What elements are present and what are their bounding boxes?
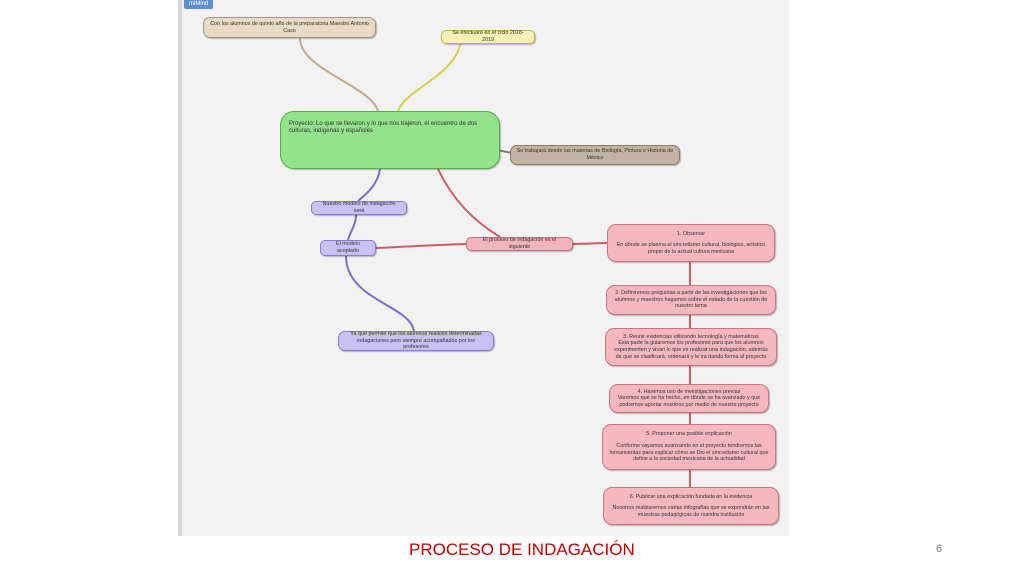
- step-1-body: En dónde se plasma el sincretismo cultur…: [616, 242, 766, 255]
- step-2[interactable]: 2. Definiremos preguntas a partir de las…: [606, 285, 776, 315]
- step-2-body: 2. Definiremos preguntas a partir de las…: [614, 290, 768, 310]
- edge-central-process: [437, 168, 501, 238]
- node-subjects[interactable]: Se trabajará desde las materias de Biolo…: [510, 145, 680, 165]
- node-process[interactable]: El proceso de indagación es el siguiente: [466, 237, 573, 251]
- step-5-body: Conforme vayamos avanzando en el proyect…: [609, 442, 769, 463]
- step-5-title: 5. Proponer una posible explicación: [646, 431, 732, 438]
- edge-central-model: [357, 168, 381, 202]
- edge-process-step1: [572, 242, 608, 245]
- node-root[interactable]: Con los alumnos de quinto año de la prep…: [203, 17, 376, 38]
- node-purpose[interactable]: Ya que permite que los alumnos realicen …: [338, 331, 494, 351]
- slide-title: PROCESO DE INDAGACIÓN: [409, 540, 635, 559]
- edge-process-adopted: [375, 243, 468, 249]
- edge-model-adopted: [347, 214, 357, 241]
- node-adopted[interactable]: El modelo acoplado: [320, 240, 376, 256]
- step-1-title: 1. Observar: [676, 230, 706, 237]
- step-1[interactable]: 1. Observar En dónde se plasma el sincre…: [607, 224, 775, 262]
- step-6-body: Nosotros realizaremos varias infografías…: [612, 505, 770, 518]
- step-6[interactable]: 6. Publicar una explicación fundada en l…: [603, 487, 779, 525]
- step-6-title: 6. Publicar una explicación fundada en l…: [629, 493, 753, 500]
- step-4-body: Veremos que se ha hecho, en dónde se ha …: [617, 395, 761, 408]
- step-3-title: 3. Reunir evidencias utilizando tecnolog…: [623, 333, 759, 340]
- edge-root-central: [299, 37, 379, 112]
- edge-cycle-central: [397, 43, 461, 112]
- step-4-title: 4. Haremos uso de investigaciones previa…: [637, 388, 741, 395]
- edge-adopted-purpose: [345, 255, 415, 332]
- page-number: 6: [936, 543, 943, 555]
- step-3[interactable]: 3. Reunir evidencias utilizando tecnolog…: [605, 328, 777, 366]
- step-3-body: Esta parte la guiaremos los profesores p…: [614, 340, 768, 360]
- step-4[interactable]: 4. Haremos uso de investigaciones previa…: [609, 384, 769, 413]
- node-model[interactable]: Nuestro modelo de indagación será: [311, 201, 407, 215]
- app-tag[interactable]: miMind: [184, 0, 214, 9]
- node-cycle[interactable]: Se efectuará en el ciclo 2018-2019: [441, 30, 535, 44]
- step-5[interactable]: 5. Proponer una posible explicación Conf…: [602, 424, 776, 470]
- node-central[interactable]: Proyecto: Lo que se llevaron y lo que no…: [280, 111, 500, 169]
